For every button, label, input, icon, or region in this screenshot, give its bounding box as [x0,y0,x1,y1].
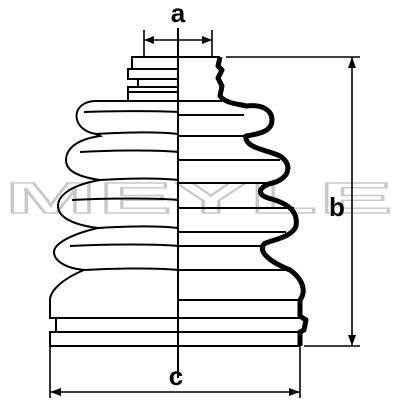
top-collar [131,56,179,70]
dimension-b [226,56,360,347]
dim-c-arrow-right [289,388,300,396]
fold-line-1 [95,131,179,135]
dim-a-label: a [171,0,186,28]
fold-line-4 [83,267,179,271]
boot-section-view [178,56,309,347]
ridge-line-3 [71,197,179,201]
boot-outline-left [49,100,178,347]
watermark-logo: MEYLE [5,174,395,223]
boot-exterior-view [49,56,179,347]
top-collar-ring [127,68,179,80]
ridge-line-2 [79,149,179,153]
dim-c-arrow-left [50,388,61,396]
dim-c-label: c [169,361,183,391]
fold-line-2 [99,177,179,181]
ridge-line-1 [83,110,179,113]
dimension-a [143,30,213,57]
dim-a-arrow-right [202,36,212,44]
dim-b-label: b [329,192,345,222]
ridge-line-4 [69,243,179,247]
neck-ring [127,86,179,102]
dim-b-arrow-bottom [348,335,356,346]
dim-a-arrow-left [144,36,154,44]
fold-line-3 [97,225,179,229]
dimension-c [49,346,301,398]
dim-b-arrow-top [348,57,356,68]
section-wall [215,56,309,346]
top-neck [137,78,179,88]
